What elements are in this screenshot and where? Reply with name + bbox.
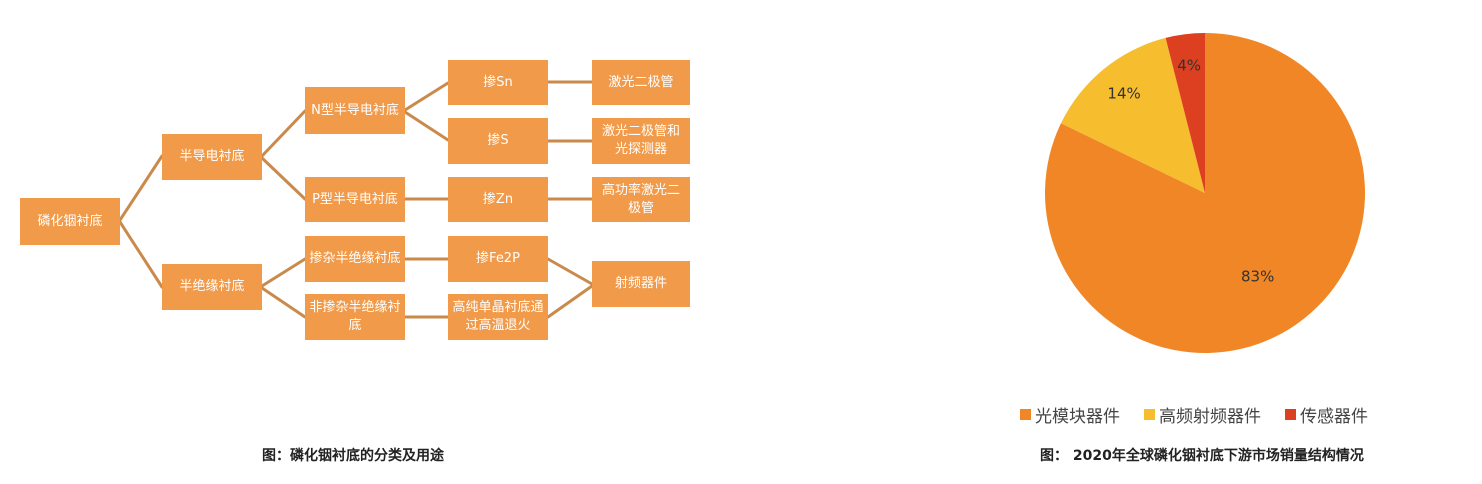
node-p-type: P型半导电衬底 (305, 177, 405, 222)
pie-slice-label: 4% (1177, 56, 1201, 74)
connector-n-s (403, 110, 450, 142)
diagram-connectors (118, 80, 594, 319)
node-zn: 掺Zn (448, 177, 548, 222)
pie-legend: 光模块器件 高频射频器件 传感器件 (1020, 402, 1368, 427)
legend-label: 传感器件 (1300, 407, 1368, 427)
node-fe2p: 掺Fe2P (448, 236, 548, 282)
node-n-type: N型半导电衬底 (305, 87, 405, 134)
pie-slice (1060, 37, 1205, 193)
connector-n-sn (403, 81, 450, 112)
node-anneal: 高纯单晶衬底通过高温退火 (448, 294, 548, 340)
connector-root-semi-insulating (118, 220, 164, 289)
node-s: 掺S (448, 118, 548, 164)
legend-item-rf: 高频射频器件 (1144, 402, 1261, 427)
connector-semiconductor-p (260, 156, 307, 201)
connector-root-semiconductor (118, 154, 164, 222)
pie-chart: 83% 14% 4% (1045, 33, 1365, 353)
connector-si-doped (260, 257, 307, 288)
legend-swatch (1285, 409, 1296, 420)
legend-label: 光模块器件 (1035, 407, 1120, 427)
connector-fe2p-rf (546, 257, 594, 286)
legend-item-optical: 光模块器件 (1020, 402, 1120, 427)
node-doped-semi-insulating: 掺杂半绝缘衬底 (305, 236, 405, 282)
legend-swatch (1020, 409, 1031, 420)
pie-slice-label: 83% (1241, 268, 1274, 286)
pie-slice-label: 14% (1107, 84, 1140, 102)
node-sn: 掺Sn (448, 60, 548, 105)
diagram-caption: 图：磷化铟衬底的分类及用途 (262, 448, 444, 464)
chart-caption: 图： 2020年全球磷化铟衬底下游市场销量结构情况 (1040, 448, 1364, 464)
node-high-power-laser: 高功率激光二极管 (592, 177, 690, 222)
node-semi-insulating: 半绝缘衬底 (162, 264, 262, 310)
node-semiconductor: 半导电衬底 (162, 134, 262, 180)
node-laser-detector: 激光二极管和光探测器 (592, 118, 690, 164)
connector-semiconductor-n (260, 109, 307, 158)
legend-swatch (1144, 409, 1155, 420)
node-root: 磷化铟衬底 (20, 198, 120, 245)
node-laser-diode: 激光二极管 (592, 60, 690, 105)
node-rf-device: 射频器件 (592, 261, 690, 307)
legend-label: 高频射频器件 (1159, 407, 1261, 427)
connector-anneal-rf (546, 284, 594, 319)
legend-item-sensor: 传感器件 (1285, 402, 1368, 427)
connector-si-undoped (260, 286, 307, 319)
pie-slice (1165, 33, 1205, 193)
node-undoped-semi-insulating: 非掺杂半绝缘衬底 (305, 294, 405, 340)
